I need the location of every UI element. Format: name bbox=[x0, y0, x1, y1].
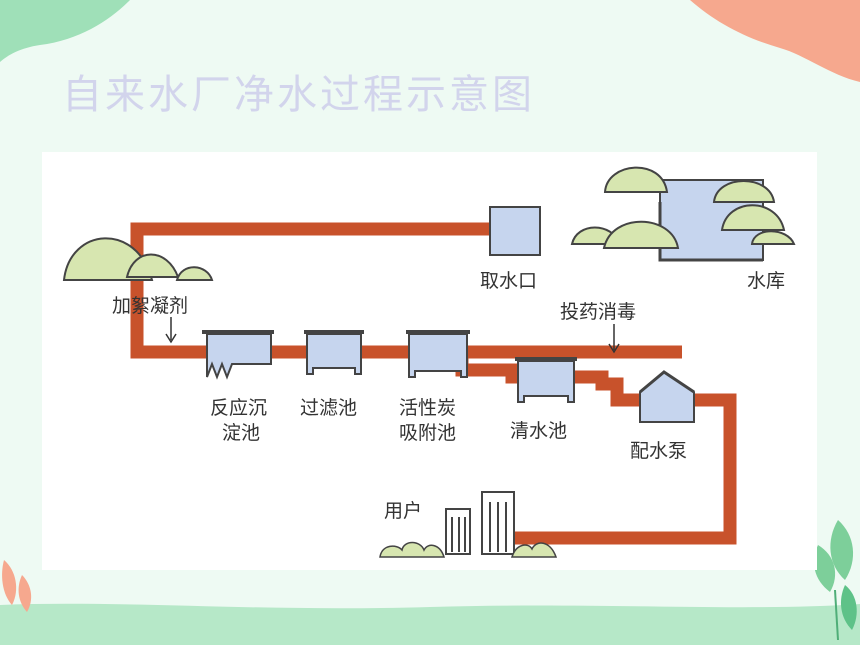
page-title: 自来水厂净水过程示意图 bbox=[62, 72, 535, 118]
top-left-blob bbox=[0, 0, 130, 62]
carbon-label-line1: 活性炭 bbox=[399, 397, 456, 419]
tank-icon bbox=[202, 330, 274, 380]
users-label: 用户 bbox=[384, 500, 422, 522]
pipe-route bbox=[130, 222, 737, 545]
leaf-icon bbox=[2, 560, 32, 612]
pump-label: 配水泵 bbox=[630, 440, 687, 462]
tree-icon bbox=[62, 237, 214, 281]
tank-icon bbox=[406, 330, 470, 378]
disinfect-label: 投药消毒 bbox=[560, 301, 636, 323]
coagulant-label: 加絮凝剂 bbox=[112, 295, 188, 317]
leaf-icon bbox=[814, 520, 857, 641]
tree-icon bbox=[570, 166, 796, 249]
carbon-label-line2: 吸附池 bbox=[399, 422, 456, 444]
sedimentation-label-line1: 反应沉 bbox=[210, 397, 267, 419]
intake-icon bbox=[489, 206, 541, 256]
reservoir-label: 水库 bbox=[747, 270, 785, 292]
top-right-blob bbox=[690, 0, 860, 82]
arrow-down-icon bbox=[608, 324, 620, 354]
arrow-down-icon bbox=[165, 317, 177, 344]
tank-icon bbox=[515, 357, 577, 403]
intake-label: 取水口 bbox=[480, 270, 537, 292]
pump-house-icon bbox=[639, 370, 695, 423]
tree-icon bbox=[379, 541, 558, 558]
water-treatment-diagram: 水库 取水口 加絮凝剂 反应沉 淀池 过滤池 活性炭 吸附池 清水池 投药消毒 bbox=[42, 152, 817, 570]
sedimentation-label-line2: 淀池 bbox=[222, 422, 260, 444]
buildings-icon bbox=[445, 491, 515, 555]
bottom-band bbox=[0, 603, 860, 645]
tank-icon bbox=[304, 330, 364, 375]
filter-label: 过滤池 bbox=[300, 397, 357, 419]
clear-water-label: 清水池 bbox=[510, 420, 567, 442]
